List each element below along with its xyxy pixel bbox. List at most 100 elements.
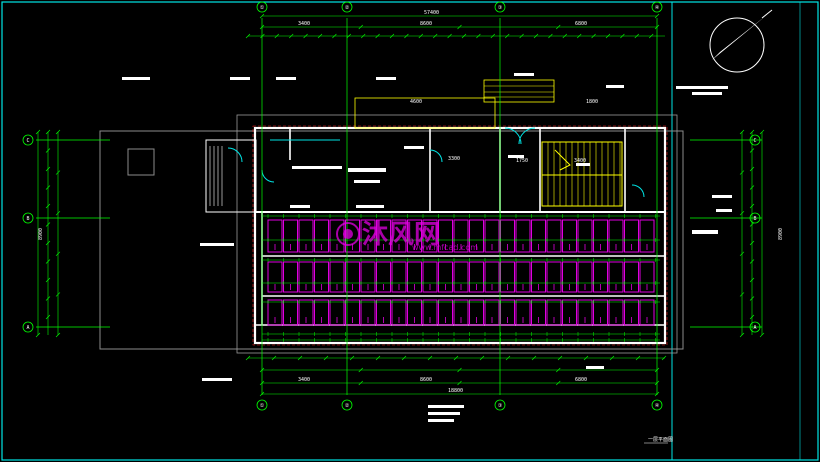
dim-tick [55, 129, 61, 135]
dim-tick [259, 391, 265, 397]
dim-top-c: 6800 [575, 21, 587, 27]
cubicle [484, 219, 500, 253]
cubicle [438, 219, 453, 253]
dim-tick [346, 33, 352, 39]
dim-tick [45, 222, 51, 227]
dim-right-total: 8900 [778, 228, 784, 240]
note-text-block [230, 77, 250, 80]
note-text-block [200, 243, 234, 246]
dim-tick [358, 24, 363, 30]
dim-tick [654, 380, 660, 386]
cubicle [469, 261, 484, 293]
upper-canopy [483, 79, 555, 103]
dim-tick [453, 355, 459, 361]
room-tag-4: 1800 [586, 99, 598, 105]
cubicle [360, 219, 376, 253]
dim-tick [519, 33, 524, 39]
dim-tick [45, 185, 51, 190]
dim-tick [35, 129, 41, 135]
cubicle [484, 261, 500, 293]
cubicle [422, 219, 438, 253]
cubicle [608, 219, 624, 253]
dim-tick [45, 240, 51, 246]
dim-tick [259, 13, 265, 19]
dim-tick [404, 33, 409, 39]
dim-tick [447, 33, 452, 39]
note-text-block [606, 85, 624, 88]
wall-hatch-line [252, 125, 668, 346]
axis-bubble-left-label: A [26, 325, 29, 331]
cubicle [298, 219, 314, 253]
dim-tick [375, 33, 380, 39]
dim-tick [358, 380, 363, 386]
dim-tick [749, 148, 755, 153]
cubicle [376, 219, 391, 253]
axis-bubble-bottom-label: ④ [655, 403, 660, 409]
cubicle [267, 299, 283, 326]
note-blocks [122, 73, 732, 422]
dim-tick [749, 314, 755, 320]
axis-bubble-top [341, 1, 353, 13]
cubicle [298, 299, 314, 326]
axis-bubble-bottom-label: ② [345, 403, 350, 409]
dim-tick [245, 33, 251, 39]
cubicle [391, 219, 407, 253]
dim-tick [749, 166, 755, 172]
axis-bubble-left [22, 321, 34, 333]
dim-tick [45, 166, 51, 172]
note-text-block [508, 155, 524, 158]
note-text-block [404, 146, 424, 149]
cubicle [267, 261, 283, 293]
dim-tick [45, 314, 51, 320]
dim-tick [759, 129, 765, 135]
top-canopy [354, 97, 496, 129]
cubicle [469, 299, 484, 326]
cubicle [391, 299, 407, 326]
cubicle [407, 261, 422, 293]
axis-bubble-left [22, 134, 34, 146]
dim-tick [45, 203, 51, 209]
cubicle [593, 299, 608, 326]
dim-tick [609, 355, 615, 361]
cubicle [360, 261, 376, 293]
dim-tick [457, 380, 462, 386]
note-text-block [354, 180, 380, 183]
axis-bubble-top [494, 1, 506, 13]
cubicle [314, 299, 329, 326]
dim-tick [739, 170, 745, 175]
grid-axes [36, 18, 762, 395]
note-text-block [712, 195, 732, 198]
dim-tick [556, 367, 561, 373]
dim-tick [297, 355, 303, 361]
axis-bubble-right [749, 212, 761, 224]
dim-tick [288, 33, 294, 39]
dim-tick [557, 355, 563, 361]
cubicle [562, 299, 577, 326]
roof-outline [236, 114, 678, 354]
cubicle [329, 299, 345, 326]
dim-tick [749, 222, 755, 227]
cubicle [546, 219, 562, 253]
note-text-block [202, 378, 232, 381]
dim-tick [360, 33, 366, 39]
dimension-lines [35, 13, 765, 397]
dim-tick [505, 355, 511, 361]
dim-tick [260, 33, 265, 39]
dim-tick [504, 33, 510, 39]
note-text-block [428, 405, 464, 408]
dim-tick [749, 259, 755, 264]
entrance-steps [209, 146, 223, 206]
dim-top-b: 8600 [420, 21, 432, 27]
cubicle [577, 299, 593, 326]
cubicle [469, 219, 484, 253]
cubicle [345, 261, 360, 293]
axis-bubble-top [256, 1, 268, 13]
stair-arrow-icon [554, 149, 571, 171]
dim-tick [749, 296, 755, 301]
dim-tick [389, 33, 395, 39]
dim-tick [654, 24, 660, 30]
dim-tick [562, 33, 568, 39]
dim-bottom-b: 8600 [420, 377, 432, 383]
